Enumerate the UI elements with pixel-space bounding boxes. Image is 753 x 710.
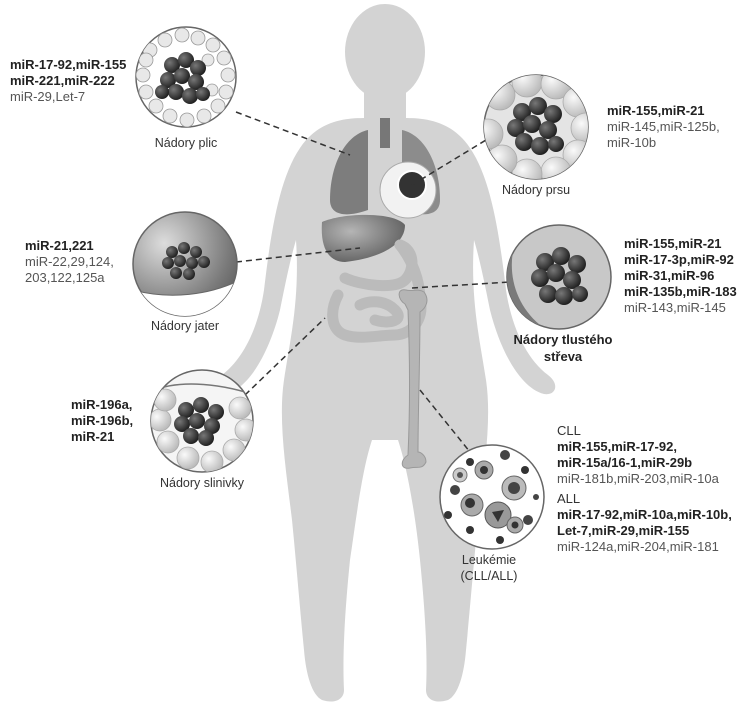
all-header: ALL <box>557 491 732 507</box>
liver-mirna-list: miR-21,221 miR-22,29,124, 203,122,125a <box>25 238 114 286</box>
lung-caption: Nádory plic <box>136 136 236 150</box>
liver-caption: Nádory jater <box>130 319 240 333</box>
leukemia-caption: Leukémie (CLL/ALL) <box>434 552 544 584</box>
pancreas-bold-line: miR-21 <box>71 429 133 445</box>
cll-bold-line: miR-15a/16-1,miR-29b <box>557 455 732 471</box>
colon-tumor-inset <box>500 225 611 335</box>
all-bold-line: Let-7,miR-29,miR-155 <box>557 523 732 539</box>
pancreas-caption: Nádory slinivky <box>147 476 257 490</box>
all-bold-line: miR-17-92,miR-10a,miR-10b, <box>557 507 732 523</box>
breast-tumor-inset <box>473 67 601 189</box>
liver-normal-line: miR-22,29,124, <box>25 254 114 270</box>
colon-caption-line: střeva <box>503 348 623 365</box>
colon-bold-line: miR-31,miR-96 <box>624 268 737 284</box>
lung-bold-line: miR-221,miR-222 <box>10 73 126 89</box>
lung-mirna-list: miR-17-92,miR-155 miR-221,miR-222 miR-29… <box>10 57 126 105</box>
breast-normal-line: miR-10b <box>607 135 720 151</box>
cll-normal-line: miR-181b,miR-203,miR-10a <box>557 471 732 487</box>
breast-caption: Nádory prsu <box>486 183 586 197</box>
pancreas-bold-line: miR-196b, <box>71 413 133 429</box>
leukemia-caption-line: Leukémie <box>434 552 544 568</box>
liver-tumor-inset <box>133 212 240 320</box>
pancreas-bold-line: miR-196a, <box>71 397 133 413</box>
colon-bold-line: miR-17-3p,miR-92 <box>624 252 737 268</box>
colon-normal-line: miR-143,miR-145 <box>624 300 737 316</box>
lung-normal-line: miR-29,Let-7 <box>10 89 126 105</box>
colon-caption: Nádory tlustého střeva <box>503 331 623 365</box>
cll-header: CLL <box>557 423 732 439</box>
colon-mirna-list: miR-155,miR-21 miR-17-3p,miR-92 miR-31,m… <box>624 236 737 316</box>
pancreas-mirna-list: miR-196a, miR-196b, miR-21 <box>71 397 133 445</box>
lung-tumor-inset <box>136 27 236 127</box>
colon-bold-line: miR-135b,miR-183 <box>624 284 737 300</box>
liver-normal-line: 203,122,125a <box>25 270 114 286</box>
breast-mirna-list: miR-155,miR-21 miR-145,miR-125b, miR-10b <box>607 103 720 151</box>
breast-bold-line: miR-155,miR-21 <box>607 103 720 119</box>
breast-normal-line: miR-145,miR-125b, <box>607 119 720 135</box>
lung-bold-line: miR-17-92,miR-155 <box>10 57 126 73</box>
liver-bold-line: miR-21,221 <box>25 238 114 254</box>
leukemia-caption-line: (CLL/ALL) <box>434 568 544 584</box>
colon-bold-line: miR-155,miR-21 <box>624 236 737 252</box>
colon-caption-line: Nádory tlustého <box>503 331 623 348</box>
cll-bold-line: miR-155,miR-17-92, <box>557 439 732 455</box>
all-normal-line: miR-124a,miR-204,miR-181 <box>557 539 732 555</box>
leukemia-mirna-list: CLL miR-155,miR-17-92, miR-15a/16-1,miR-… <box>557 423 732 555</box>
leukemia-blood-inset <box>440 445 544 549</box>
